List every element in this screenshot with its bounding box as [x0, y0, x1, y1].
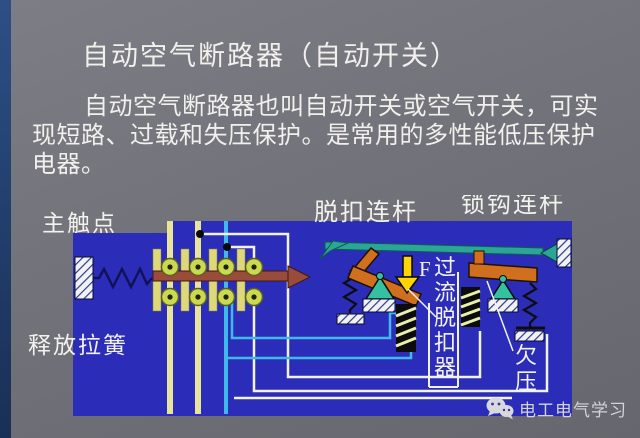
trip-lever-tip: [319, 240, 350, 260]
contact-bar-arrowhead: [287, 265, 312, 289]
wechat-icon: [486, 397, 514, 420]
label-overcurrent-trip: 过 流 脱 扣 器: [434, 255, 458, 380]
wire-white-1: [200, 232, 482, 379]
body-line: 电器。: [32, 152, 106, 178]
svg-text:压: 压: [515, 369, 539, 394]
wall-anchor-right: [556, 238, 572, 268]
svg-text:脱: 脱: [434, 305, 458, 330]
wire-white-3: [252, 304, 549, 393]
wire-junction-dot: [196, 230, 204, 238]
undervoltage-spring: [521, 282, 539, 327]
spring-anchor-block: [514, 330, 545, 342]
undervoltage-coil: [460, 287, 481, 327]
svg-text:扣: 扣: [434, 330, 458, 355]
label-main-contact: 主触点: [42, 211, 117, 236]
label-latch-linkage: 锁钩连杆: [461, 195, 565, 218]
contact-column: [167, 221, 173, 414]
wall-anchor-left: [74, 256, 94, 300]
svg-text:过: 过: [434, 255, 458, 280]
main-contacts: [160, 257, 264, 307]
label-undervoltage: 欠 压: [515, 343, 539, 394]
force-arrow: [394, 255, 421, 295]
overcurrent-armature: [336, 246, 422, 325]
label-force: F: [419, 257, 433, 281]
body-paragraph: 自动空气断路器也叫自动开关或空气开关，可实 现短路、过载和失压保护。是常用的多性…: [32, 93, 632, 180]
spring-anchor-block: [336, 313, 365, 325]
svg-text:流: 流: [434, 280, 458, 305]
page-title: 自动空气断路器（自动开关）: [82, 41, 459, 71]
contact-column: [195, 221, 201, 414]
circuit-breaker-diagram: 主触点 释放拉簧 脱扣连杆 锁钩连杆 F 过 流 脱 扣 器 欠 压: [28, 195, 572, 416]
wire-white-2: [227, 245, 256, 261]
svg-text:器: 器: [434, 355, 458, 380]
label-bracket: [428, 272, 459, 388]
pivot-block: [487, 298, 519, 313]
svg-text:欠: 欠: [515, 343, 539, 368]
overcurrent-leader-line: [407, 288, 437, 318]
trip-lever: [319, 238, 572, 268]
undervoltage-leader-line: [486, 280, 514, 352]
body-line: 现短路、过载和失压保护。是常用的多性能低压保护: [32, 123, 596, 149]
left-edge-strip: [0, 0, 11, 438]
wire-cyan-3: [228, 351, 413, 360]
release-spring: [93, 266, 153, 290]
label-release-spring: 释放拉簧: [28, 333, 128, 358]
body-line: 自动空气断路器也叫自动开关或空气开关，可实: [84, 94, 599, 120]
overcurrent-coil: [395, 304, 417, 352]
watermark: 电工电气学习: [486, 396, 627, 420]
pivot-block: [362, 298, 396, 313]
watermark-text: 电工电气学习: [519, 400, 627, 420]
label-trip-linkage: 脱扣连杆: [314, 199, 418, 226]
wire-junction-dot: [223, 243, 231, 251]
wire-cyan-2: [230, 302, 397, 340]
